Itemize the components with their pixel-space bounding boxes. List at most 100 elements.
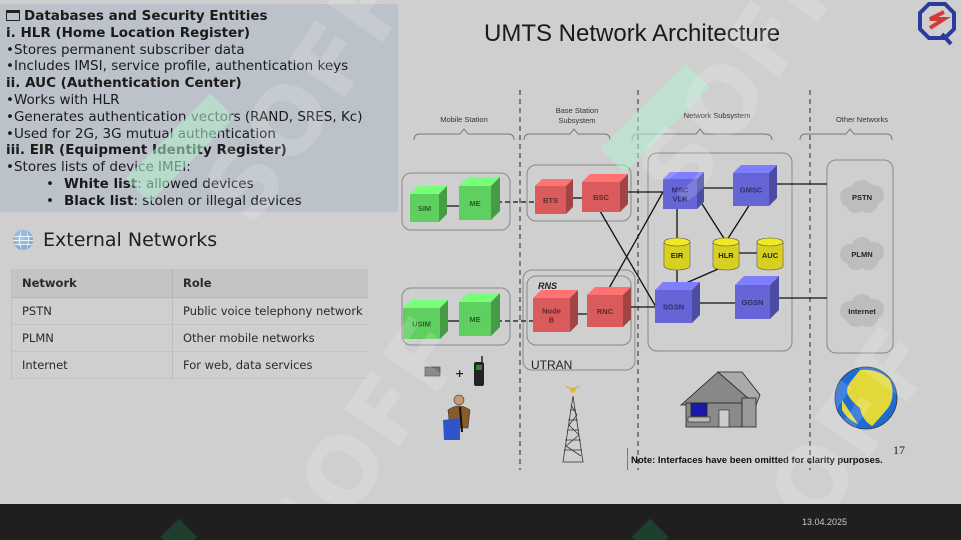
external-networks-clouds: PSTN PLMN Internet: [840, 180, 884, 327]
me-block-gsm: ME: [459, 177, 500, 220]
plus-icon: +: [455, 367, 464, 380]
table-row: PSTN Public voice telephony network: [11, 297, 368, 325]
bts-block: BTS: [535, 179, 573, 214]
table-row: Internet For web, data services: [11, 351, 368, 379]
auc-bullet: •Works with HLR: [6, 91, 120, 108]
eir-database-label: EIR: [671, 251, 684, 260]
section-label-nss: Network Subsystem: [684, 111, 751, 120]
globe-earth-icon: [834, 366, 898, 430]
plmn-cloud-label: PLMN: [851, 250, 872, 259]
role-cell: Public voice telephony network: [172, 297, 368, 325]
house-with-computer-icon: [679, 371, 761, 428]
diagram-note: Note: Interfaces have been omitted for c…: [631, 455, 883, 466]
sim-block-label: SIM: [418, 204, 431, 213]
umts-architecture-diagram: Mobile Station Base Station Subsystem Ne…: [401, 90, 898, 470]
note-divider: [627, 448, 628, 470]
sim-card-icon: [424, 366, 441, 377]
section-label-bss-2: Subsystem: [558, 116, 595, 125]
auc-bullet: •Generates authentication vectors (RAND,…: [6, 108, 363, 125]
column-header-role: Role: [172, 269, 368, 298]
ggsn-block-label: GGSN: [741, 298, 763, 307]
hlr-database-label: HLR: [718, 251, 734, 260]
auc-bullet: •Used for 2G, 3G mutual authentication: [6, 125, 276, 142]
black-list-item: •Black list: stolen or illegal devices: [46, 192, 302, 209]
hlr-database: HLR: [712, 237, 740, 271]
rnc-block: RNC: [587, 287, 631, 327]
network-cell: PLMN: [11, 324, 173, 352]
antenna-tower-icon: [562, 385, 584, 463]
usim-block-label: USIM: [412, 320, 431, 329]
sgsn-block-label: SGSN: [663, 303, 684, 312]
me-block-umts: ME: [459, 293, 500, 336]
company-logo-icon: [918, 2, 956, 46]
white-list-item: •White list: allowed devices: [46, 175, 254, 192]
pstn-cloud-label: PSTN: [852, 193, 872, 202]
notes-panel: Databases and Security Entities i. HLR (…: [0, 4, 398, 212]
bts-block-label: BTS: [543, 196, 558, 205]
hlr-heading: i. HLR (Home Location Register): [6, 24, 251, 41]
msc-vlr-block-label: MSC: [672, 186, 689, 195]
slide-title: UMTS Network Architecture: [484, 20, 781, 47]
node-b-block-label: Node: [542, 307, 561, 316]
utran-group: [522, 269, 636, 371]
network-cell: PSTN: [11, 297, 173, 325]
links: [440, 183, 827, 322]
rns-label: RNS: [538, 281, 557, 291]
ggsn-block: GGSN: [735, 276, 779, 319]
folder-icon: [6, 10, 20, 21]
section-label-mobile-station: Mobile Station: [440, 115, 488, 124]
globe-icon: [13, 230, 33, 250]
gmsc-block: GMSC: [733, 165, 777, 206]
internet-cloud-label: Internet: [848, 307, 876, 316]
msc-vlr-block-label: VLR: [673, 195, 689, 204]
page-number: 17: [893, 443, 905, 457]
footer-logo-mark: [631, 518, 669, 540]
user-on-phone-icon: [443, 394, 471, 440]
other-networks-group: [826, 159, 894, 354]
external-networks-heading: External Networks: [13, 229, 217, 251]
network-cell: Internet: [11, 351, 173, 379]
external-networks-table: Network Role PSTN Public voice telephony…: [11, 269, 368, 379]
section-label-other-networks: Other Networks: [836, 115, 888, 124]
section-label-bss-1: Base Station: [556, 106, 599, 115]
rnc-block-label: RNC: [597, 307, 614, 316]
footer-date: 13.04.2025: [802, 517, 848, 527]
sgsn-block: SGSN: [655, 282, 700, 323]
bsc-block-label: BSC: [593, 193, 609, 202]
auc-database: AUC: [756, 237, 784, 271]
bss-group: [526, 164, 632, 222]
table-header-row: Network Role: [11, 269, 368, 298]
auc-database-label: AUC: [762, 251, 779, 260]
auc-heading: ii. AUC (Authentication Center): [6, 75, 242, 92]
sim-block: SIM: [410, 186, 447, 222]
column-header-network: Network: [11, 269, 173, 298]
utran-label: UTRAN: [531, 358, 572, 372]
me-block-gsm-label: ME: [469, 199, 480, 208]
role-cell: Other mobile networks: [172, 324, 368, 352]
hlr-bullet: •Includes IMSI, service profile, authent…: [6, 58, 349, 75]
eir-heading: iii. EIR (Equipment Identity Register): [6, 142, 287, 159]
gmsc-block-label: GMSC: [740, 186, 763, 195]
notes-section-title: Databases and Security Entities: [6, 8, 392, 25]
role-cell: For web, data services: [172, 351, 368, 379]
pstn-cloud: PSTN: [840, 180, 884, 213]
nss-group: [647, 152, 793, 352]
plmn-cloud: PLMN: [840, 237, 884, 270]
me-block-umts-label: ME: [469, 315, 480, 324]
table-row: PLMN Other mobile networks: [11, 324, 368, 352]
slide: Databases and Security Entities i. HLR (…: [0, 2, 956, 470]
footer-logo-mark: [160, 518, 198, 540]
footer-bar: 13.04.2025: [0, 504, 961, 540]
node-b-block-label: B: [549, 316, 555, 325]
internet-cloud: Internet: [840, 294, 884, 327]
eir-database: EIR: [663, 237, 691, 271]
usim-block: USIM: [403, 300, 448, 339]
mobile-phone-icon: [474, 356, 484, 386]
eir-bullet: •Stores lists of device IMEI:: [6, 159, 191, 176]
hlr-bullet: •Stores permanent subscriber data: [6, 41, 245, 58]
ms-umts-group: [401, 287, 511, 346]
bsc-block: BSC: [582, 174, 628, 212]
